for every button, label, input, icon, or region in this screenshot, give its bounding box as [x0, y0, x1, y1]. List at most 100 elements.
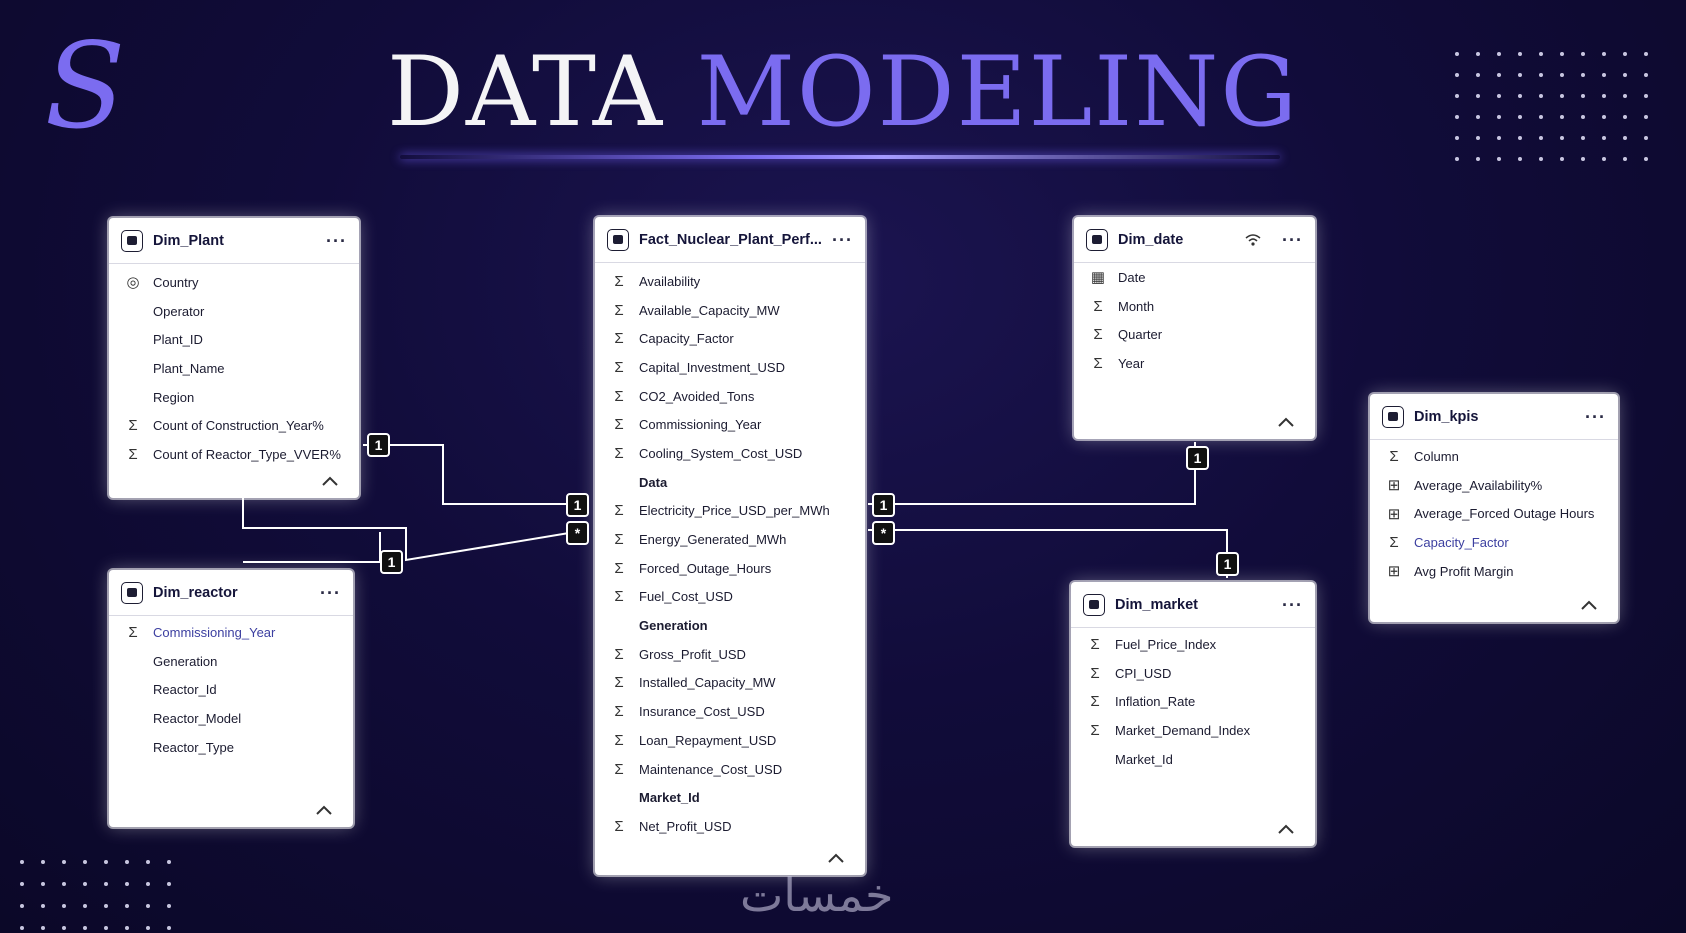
- field-row[interactable]: Market_Id: [595, 783, 865, 812]
- field-row[interactable]: Region: [109, 383, 359, 412]
- field-row[interactable]: Data: [595, 468, 865, 497]
- chevron-up-icon[interactable]: [315, 803, 333, 817]
- table-header[interactable]: Dim_kpis ···: [1370, 394, 1618, 440]
- field-row[interactable]: Market_Id: [1071, 745, 1315, 774]
- field-row[interactable]: Reactor_Model: [109, 704, 353, 733]
- decorative-dot: [1476, 52, 1480, 56]
- field-label: Inflation_Rate: [1115, 694, 1196, 710]
- field-label: Capacity_Factor: [1414, 534, 1509, 550]
- table-header[interactable]: Dim_reactor ···: [109, 570, 353, 616]
- decorative-dot: [83, 904, 87, 908]
- more-options-icon[interactable]: ···: [1282, 594, 1303, 615]
- decorative-dot: [1539, 115, 1543, 119]
- decorative-dot: [1497, 115, 1501, 119]
- field-label: Capital_Investment_USD: [639, 359, 785, 375]
- chevron-up-icon[interactable]: [827, 851, 845, 865]
- more-options-icon[interactable]: ···: [326, 230, 347, 251]
- chevron-up-icon[interactable]: [321, 474, 339, 488]
- decorative-dot: [1560, 136, 1564, 140]
- more-options-icon[interactable]: ···: [832, 229, 853, 250]
- field-row[interactable]: Reactor_Type: [109, 733, 353, 762]
- more-options-icon[interactable]: ···: [1585, 406, 1606, 427]
- field-label: Market_Id: [1115, 751, 1173, 767]
- chevron-up-icon[interactable]: [1277, 415, 1295, 429]
- table-icon: [121, 581, 143, 604]
- chevron-up-icon[interactable]: [1580, 598, 1598, 612]
- sigma-icon: Σ: [1090, 721, 1100, 739]
- page-title: DATA MODELING: [0, 44, 1686, 140]
- field-row[interactable]: ⊞Average_Forced Outage Hours: [1370, 499, 1618, 528]
- table-card-dim-plant[interactable]: Dim_Plant ··· ◎Country Operator Plant_ID…: [109, 218, 359, 498]
- decorative-dot: [1539, 157, 1543, 161]
- chevron-up-icon[interactable]: [1277, 822, 1295, 836]
- sigma-icon: Σ: [614, 272, 624, 290]
- field-row[interactable]: ⊞Average_Availability%: [1370, 471, 1618, 500]
- table-header[interactable]: Dim_Plant ···: [109, 218, 359, 264]
- more-options-icon[interactable]: ···: [320, 582, 341, 603]
- field-row[interactable]: ◎Country: [109, 268, 359, 297]
- field-row[interactable]: Plant_ID: [109, 325, 359, 354]
- decorative-dot: [1476, 73, 1480, 77]
- decorative-dot: [1623, 136, 1627, 140]
- relationship-line-plant-fact: [363, 444, 575, 505]
- decorative-dot: [1455, 73, 1459, 77]
- table-name: Fact_Nuclear_Plant_Perf...: [639, 231, 822, 248]
- decorative-dot: [1518, 136, 1522, 140]
- field-row[interactable]: Operator: [109, 297, 359, 326]
- field-row[interactable]: ▦Date: [1074, 263, 1315, 292]
- decorative-dot: [20, 926, 24, 930]
- decorative-dot: [167, 882, 171, 886]
- decorative-dot: [41, 882, 45, 886]
- field-row[interactable]: Generation: [595, 611, 865, 640]
- table-header[interactable]: Dim_market ···: [1071, 582, 1315, 628]
- more-options-icon[interactable]: ···: [1282, 229, 1303, 250]
- field-row[interactable]: Generation: [109, 647, 353, 676]
- table-header[interactable]: Fact_Nuclear_Plant_Perf... ···: [595, 217, 865, 263]
- decorative-dot: [41, 860, 45, 864]
- decorative-dot: [1476, 115, 1480, 119]
- table-header[interactable]: Dim_date ···: [1074, 217, 1315, 263]
- decorative-dot: [167, 860, 171, 864]
- field-label: Average_Forced Outage Hours: [1414, 506, 1595, 522]
- field-row[interactable]: ⊞Avg Profit Margin: [1370, 557, 1618, 586]
- decorative-dot: [1539, 136, 1543, 140]
- field-row[interactable]: Reactor_Id: [109, 675, 353, 704]
- decorative-dot: [83, 882, 87, 886]
- field-row[interactable]: Plant_Name: [109, 354, 359, 383]
- decorative-dot: [1539, 94, 1543, 98]
